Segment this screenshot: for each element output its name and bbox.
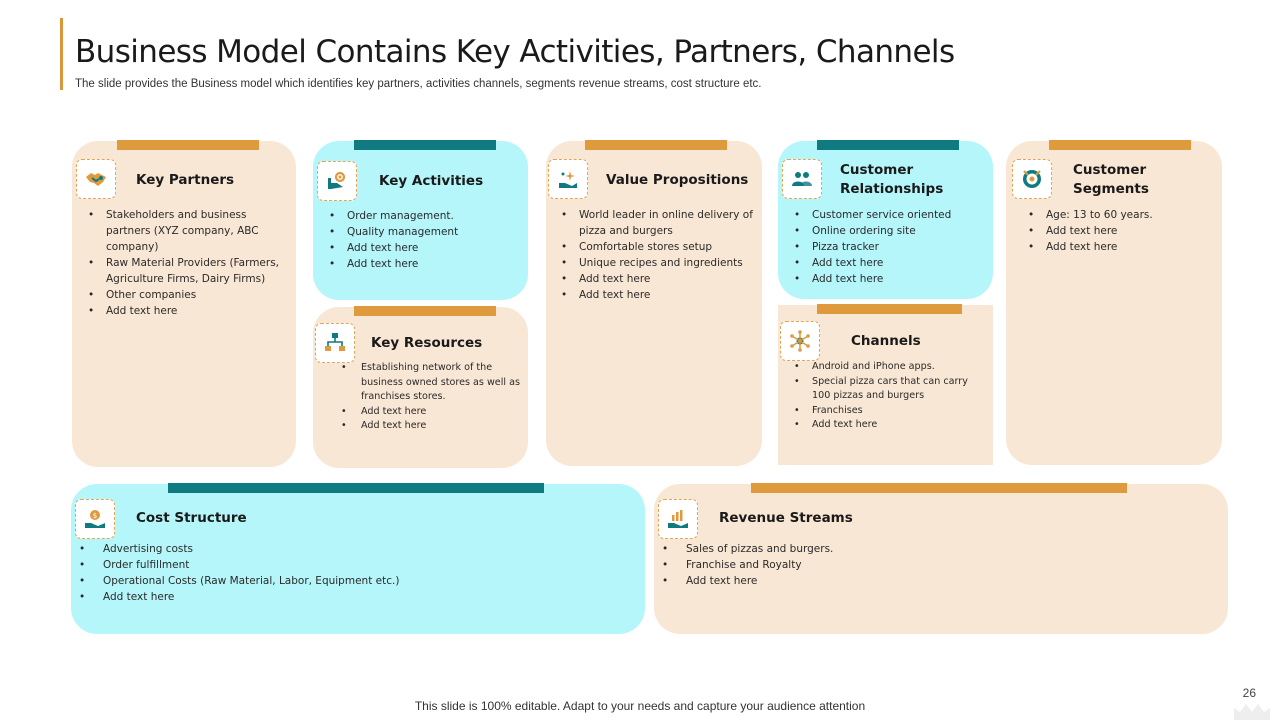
- card-customer-segments: Customer Segments Age: 13 to 60 years. A…: [1006, 140, 1222, 465]
- list-item: Add text here: [660, 573, 1200, 589]
- card-customer-relationships: Customer Relationships Customer service …: [778, 140, 993, 299]
- card-revenue-streams: Revenue Streams Sales of pizzas and burg…: [654, 483, 1228, 634]
- list-item: Add text here: [339, 405, 521, 420]
- card-items: Customer service oriented Online orderin…: [792, 207, 988, 287]
- title-accent-bar: [60, 18, 63, 90]
- list-item: Add text here: [559, 271, 755, 287]
- hub-network-icon: [780, 321, 820, 361]
- list-item: Raw Material Providers (Farmers, Agricul…: [86, 255, 282, 287]
- list-item: Establishing network of the business own…: [339, 361, 521, 405]
- card-items: Sales of pizzas and burgers. Franchise a…: [660, 541, 1200, 589]
- list-item: Comfortable stores setup: [559, 239, 755, 255]
- card-title: Key Resources: [371, 335, 483, 351]
- list-item: Order management.: [327, 208, 517, 224]
- card-title: Revenue Streams: [719, 510, 853, 526]
- card-title: Key Partners: [136, 172, 235, 188]
- card-accent-tab: [168, 483, 544, 493]
- card-accent-tab: [354, 306, 496, 316]
- list-item: Sales of pizzas and burgers.: [660, 541, 1200, 557]
- corner-decoration-icon: [1234, 704, 1270, 720]
- list-item: Add text here: [327, 240, 517, 256]
- list-item: Pizza tracker: [792, 239, 988, 255]
- list-item: Operational Costs (Raw Material, Labor, …: [77, 573, 617, 589]
- card-accent-tab: [817, 140, 959, 150]
- handshake-icon: [76, 159, 116, 199]
- card-items: Age: 13 to 60 years. Add text here Add t…: [1026, 207, 1216, 255]
- revenue-chart-icon: [658, 499, 698, 539]
- list-item: Add text here: [1026, 223, 1216, 239]
- sparkle-hand-icon: [548, 159, 588, 199]
- list-item: Add text here: [1026, 239, 1216, 255]
- list-item: Customer service oriented: [792, 207, 988, 223]
- list-item: Advertising costs: [77, 541, 617, 557]
- target-segment-icon: [1012, 159, 1052, 199]
- people-icon: [782, 159, 822, 199]
- list-item: Add text here: [327, 256, 517, 272]
- card-value-propositions: Value Propositions World leader in onlin…: [546, 140, 762, 466]
- card-items: Android and iPhone apps. Special pizza c…: [792, 360, 988, 433]
- page-number: 26: [1242, 686, 1256, 700]
- list-item: Special pizza cars that can carry 100 pi…: [792, 375, 988, 404]
- list-item: World leader in online delivery of pizza…: [559, 207, 755, 239]
- card-accent-tab: [354, 140, 496, 150]
- card-title: Customer Segments: [1073, 162, 1149, 197]
- list-item: Online ordering site: [792, 223, 988, 239]
- network-flow-icon: [315, 323, 355, 363]
- card-items: Order management. Quality management Add…: [327, 208, 517, 272]
- list-item: Franchise and Royalty: [660, 557, 1200, 573]
- card-items: Establishing network of the business own…: [339, 361, 521, 434]
- list-item: Franchises: [792, 404, 988, 419]
- list-item: Quality management: [327, 224, 517, 240]
- card-title: Value Propositions: [606, 172, 749, 188]
- card-accent-tab: [585, 140, 727, 150]
- card-title: Channels: [851, 333, 921, 349]
- money-hand-icon: $: [75, 499, 115, 539]
- card-items: Stakeholders and business partners (XYZ …: [86, 207, 282, 319]
- list-item: Stakeholders and business partners (XYZ …: [86, 207, 282, 255]
- card-accent-tab: [1049, 140, 1191, 150]
- list-item: Age: 13 to 60 years.: [1026, 207, 1216, 223]
- card-accent-tab: [751, 483, 1127, 493]
- card-key-resources: Key Resources Establishing network of th…: [313, 306, 528, 468]
- list-item: Android and iPhone apps.: [792, 360, 988, 375]
- page-title: Business Model Contains Key Activities, …: [75, 34, 955, 70]
- page-subtitle: The slide provides the Business model wh…: [75, 78, 762, 90]
- gear-hand-icon: [317, 161, 357, 201]
- card-cost-structure: $ Cost Structure Advertising costs Order…: [71, 483, 645, 634]
- footer-note: This slide is 100% editable. Adapt to yo…: [414, 699, 866, 713]
- card-items: World leader in online delivery of pizza…: [559, 207, 755, 303]
- svg-text:$: $: [93, 512, 97, 520]
- list-item: Unique recipes and ingredients: [559, 255, 755, 271]
- card-title: Cost Structure: [136, 510, 247, 526]
- card-accent-tab: [117, 140, 259, 150]
- list-item: Add text here: [86, 303, 282, 319]
- card-items: Advertising costs Order fulfillment Oper…: [77, 541, 617, 605]
- card-key-activities: Key Activities Order management. Quality…: [313, 140, 528, 300]
- list-item: Add text here: [792, 255, 988, 271]
- list-item: Add text here: [792, 418, 988, 433]
- card-title: Customer Relationships: [840, 162, 944, 197]
- list-item: Order fulfillment: [77, 557, 617, 573]
- card-title: Key Activities: [379, 173, 484, 189]
- list-item: Add text here: [792, 271, 988, 287]
- card-accent-tab: [817, 304, 962, 314]
- list-item: Add text here: [77, 589, 617, 605]
- list-item: Add text here: [559, 287, 755, 303]
- card-channels: Channels Android and iPhone apps. Specia…: [778, 304, 993, 465]
- list-item: Other companies: [86, 287, 282, 303]
- card-key-partners: Key Partners Stakeholders and business p…: [72, 140, 296, 467]
- list-item: Add text here: [339, 419, 521, 434]
